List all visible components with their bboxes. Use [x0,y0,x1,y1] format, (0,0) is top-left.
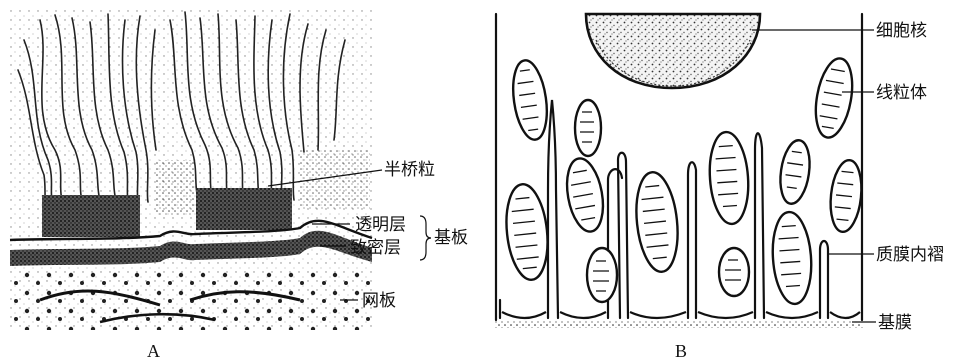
basal-lamina-label: 基板 [434,228,468,248]
lamina-lucida-label: 透明层 [355,215,406,235]
mitochondrion [509,58,552,142]
mitochondrion [770,211,814,305]
mitochondrion [632,170,682,274]
mitochondrion [810,56,857,141]
basement-membrane-label: 基膜 [878,313,912,333]
lamina-densa-label: 致密层 [350,238,401,258]
hemidesmosome-plaque [196,188,292,230]
mitochondria-label: 线粒体 [876,83,927,103]
reticular-lamina-label: 网板 [362,291,396,311]
panel-a-caption: A [147,341,160,361]
mitochondrion [777,138,814,205]
panel-b-caption: B [675,341,687,361]
mitochondrion [827,159,864,234]
mitochondrion [562,156,608,235]
panel-a-illustration [8,10,373,330]
mitochondrion [707,131,751,225]
nucleus-label: 细胞核 [876,21,927,41]
panel-b-illustration [494,14,865,328]
basement-membrane-band [494,320,864,328]
hemidesmosome-plaque [42,195,140,237]
nucleus-shape [586,14,760,88]
hemidesmosome-label: 半桥粒 [384,160,435,180]
mitochondrion [587,248,617,302]
mitochondrion [502,182,552,282]
mitochondrion [575,100,601,156]
plasma-membrane-infolding-label: 质膜内褶 [876,245,944,265]
mitochondrion [719,248,749,296]
